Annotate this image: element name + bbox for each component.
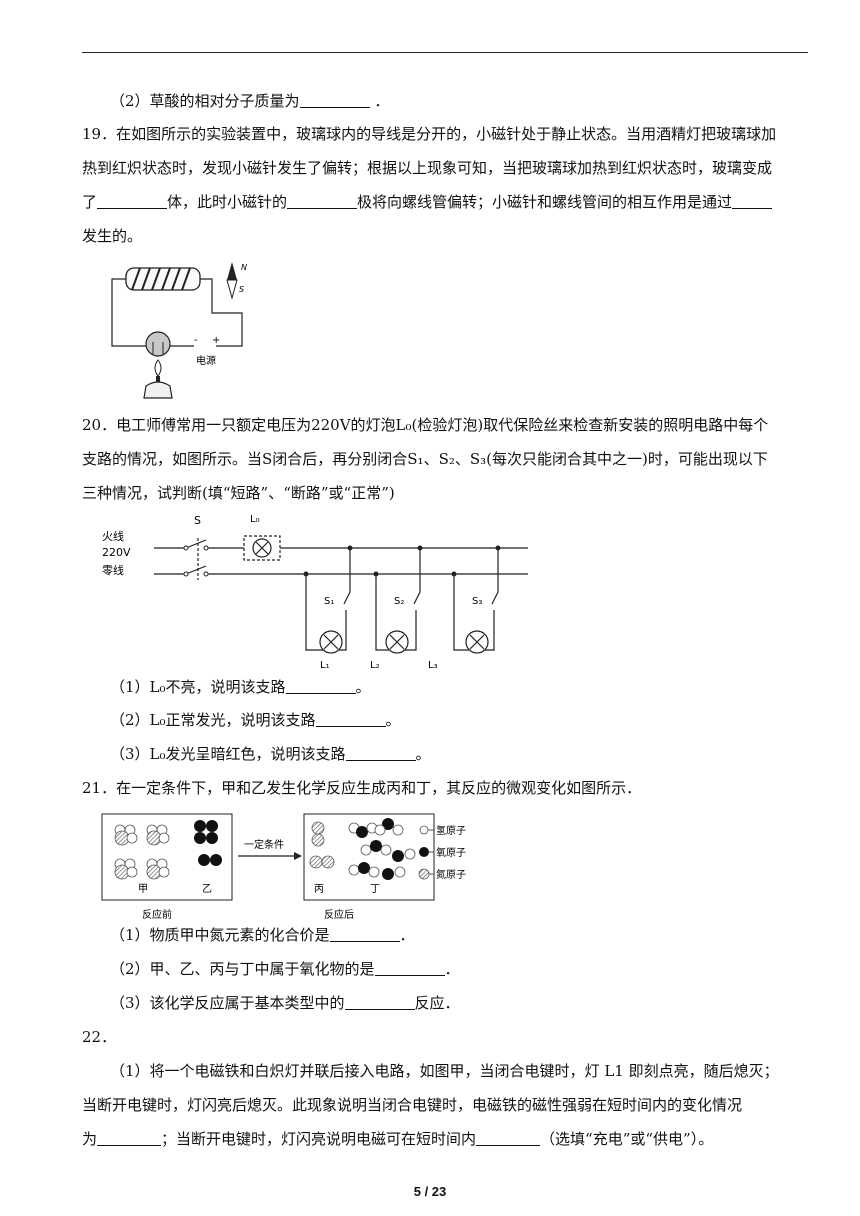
reactant-yi-molecules bbox=[194, 820, 222, 866]
reactant-jia-molecules bbox=[114, 824, 170, 880]
q20-part2-text: （2）L₀正常发光，说明该支路 bbox=[110, 711, 316, 729]
q22-line3: 为 ；当断开电键时，灯闪亮说明电磁可在短时间内 （选填“充电”或“供电”）。 bbox=[82, 1129, 808, 1149]
label-ding: 丁 bbox=[370, 884, 380, 895]
lamp-l1-label: L₁ bbox=[320, 660, 330, 670]
south-label: S bbox=[239, 285, 244, 294]
answer-blank[interactable] bbox=[299, 92, 370, 108]
switch-s2-label: S₂ bbox=[394, 596, 404, 607]
q21-part2: （2）甲、乙、丙与丁中属于氧化物的是 ． bbox=[110, 959, 836, 979]
lamp-l2-label: L₂ bbox=[370, 660, 380, 670]
q19-figure: N S - + 电源 bbox=[111, 262, 247, 399]
q22-line3-a: 为 bbox=[82, 1130, 98, 1148]
switch-s3-label: S₃ bbox=[472, 596, 482, 607]
label-after: 反应后 bbox=[324, 908, 354, 921]
q21-part2-end: ． bbox=[444, 960, 460, 978]
lamps bbox=[252, 538, 489, 654]
q18-part2-end: ． bbox=[374, 92, 390, 110]
answer-blank[interactable] bbox=[345, 745, 416, 761]
answer-blank[interactable] bbox=[97, 1130, 162, 1146]
answer-blank[interactable] bbox=[285, 678, 356, 694]
q19-line3-a: 了 bbox=[82, 193, 98, 211]
q20-part2-end: 。 bbox=[385, 711, 401, 729]
reaction-arrow: 一定条件 bbox=[238, 838, 302, 860]
solenoid bbox=[125, 267, 201, 291]
q21-part3-end: 反应． bbox=[414, 994, 460, 1012]
legend-oxygen: 氧原子 bbox=[436, 846, 466, 859]
q20-line3: 三种情况，试判断(填“短路”、“断路”或“正常”) bbox=[82, 484, 395, 502]
q19-line4: 发生的。 bbox=[82, 227, 143, 245]
label-yi: 乙 bbox=[202, 883, 212, 895]
alcohol-lamp bbox=[143, 359, 173, 399]
legend: 氢原子 氧原子 氮原子 bbox=[418, 824, 466, 881]
q21-part2-text: （2）甲、乙、丙与丁中属于氧化物的是 bbox=[110, 960, 375, 978]
circuit-wires bbox=[111, 278, 243, 347]
power-source-label: 电源 bbox=[196, 354, 216, 367]
live-wire-label: 火线 bbox=[102, 529, 124, 543]
label-before: 反应前 bbox=[142, 908, 172, 921]
condition-label: 一定条件 bbox=[244, 838, 284, 851]
answer-blank[interactable] bbox=[97, 193, 168, 209]
answer-blank[interactable] bbox=[732, 193, 773, 209]
q18-part2: （2）草酸的相对分子质量为 ． bbox=[110, 91, 836, 111]
compass-needle: N S bbox=[226, 262, 247, 300]
answer-blank[interactable] bbox=[329, 926, 400, 942]
q18-part2-text: （2）草酸的相对分子质量为 bbox=[110, 92, 300, 110]
q21-reaction-figure: 甲 乙 反应前 一定条件 丙 丁 反应后 氢原子 氧原子 氮原子 bbox=[101, 813, 466, 921]
product-bing-molecules bbox=[309, 821, 335, 869]
q20-part1: （1）L₀不亮，说明该支路 。 bbox=[110, 677, 836, 697]
voltage-label: 220V bbox=[102, 546, 131, 559]
q22-line2: 当断开电键时，灯闪亮后熄灭。此现象说明当闭合电键时，电磁铁的磁性强弱在短时间内的… bbox=[82, 1096, 743, 1114]
q19-line2: 热到红炽状态时，发现小磁针发生了偏转；根据以上现象可知，当把玻璃球加热到红炽状态… bbox=[82, 159, 773, 177]
answer-blank[interactable] bbox=[315, 711, 386, 727]
q20-part1-end: 。 bbox=[355, 678, 371, 696]
q21-part1-text: （1）物质甲中氮元素的化合价是 bbox=[110, 926, 330, 944]
q20-part3: （3）L₀发光呈暗红色，说明该支路 。 bbox=[110, 744, 836, 764]
north-label: N bbox=[241, 263, 247, 272]
q21-part1: （1）物质甲中氮元素的化合价是 ． bbox=[110, 925, 836, 945]
junction-dots bbox=[183, 545, 501, 577]
neutral-wire-label: 零线 bbox=[102, 563, 124, 577]
answer-blank[interactable] bbox=[476, 1130, 541, 1146]
q22-number: 22． bbox=[82, 1028, 117, 1046]
q20-part1-text: （1）L₀不亮，说明该支路 bbox=[110, 678, 286, 696]
q20-part3-text: （3）L₀发光呈暗红色，说明该支路 bbox=[110, 745, 346, 763]
q20-circuit-figure: 火线 220V 零线 S L₀ S₁ S₂ S₃ L₁ L₂ L₃ bbox=[102, 514, 528, 670]
q22-line3-b: ；当断开电键时，灯闪亮说明电磁可在短时间内 bbox=[161, 1130, 477, 1148]
answer-blank[interactable] bbox=[287, 193, 358, 209]
q21-line1: 21．在一定条件下，甲和乙发生化学反应生成丙和丁，其反应的微观变化如图所示． bbox=[82, 779, 642, 797]
q20-part2: （2）L₀正常发光，说明该支路 。 bbox=[110, 710, 836, 730]
label-bing: 丙 bbox=[314, 884, 324, 895]
legend-hydrogen: 氢原子 bbox=[436, 824, 466, 837]
plus-terminal: + bbox=[212, 335, 220, 346]
answer-blank[interactable] bbox=[344, 994, 415, 1010]
answer-blank[interactable] bbox=[374, 960, 445, 976]
main-switch-label: S bbox=[194, 514, 201, 527]
q20-part3-end: 。 bbox=[415, 745, 431, 763]
q20-line1: 20．电工师傅常用一只额定电压为220V的灯泡L₀(检验灯泡)取代保险丝来检查新… bbox=[82, 416, 769, 434]
q20-line2: 支路的情况，如图所示。当S闭合后，再分别闭合S₁、S₂、S₃(每次只能闭合其中之… bbox=[82, 450, 768, 468]
circuit-lines bbox=[154, 535, 528, 651]
lamp-l3-label: L₃ bbox=[428, 660, 438, 670]
page-number: 5 / 23 bbox=[413, 1184, 447, 1199]
legend-nitrogen: 氮原子 bbox=[436, 868, 466, 881]
q21-part3-text: （3）该化学反应属于基本类型中的 bbox=[110, 994, 345, 1012]
glass-bulb bbox=[145, 331, 171, 357]
q22-line1: （1）将一个电磁铁和白炽灯并联后接入电路，如图甲，当闭合电键时，灯 L1 即刻点… bbox=[110, 1062, 779, 1080]
product-ding-molecules bbox=[348, 818, 416, 880]
q19-line1: 19．在如图所示的实验装置中，玻璃球内的导线是分开的，小磁针处于静止状态。当用酒… bbox=[82, 125, 777, 143]
test-lamp-label: L₀ bbox=[250, 514, 260, 525]
q19-line3-c: 极将向螺线管偏转；小磁针和螺线管间的相互作用是通过 bbox=[357, 193, 733, 211]
minus-terminal: - bbox=[194, 335, 198, 346]
q19-line3-b: 体，此时小磁针的 bbox=[167, 193, 288, 211]
header-rule bbox=[82, 52, 808, 53]
q19-line3: 了 体，此时小磁针的 极将向螺线管偏转；小磁针和螺线管间的相互作用是通过 bbox=[82, 192, 808, 212]
label-jia: 甲 bbox=[138, 884, 148, 895]
switch-s1-label: S₁ bbox=[324, 596, 334, 607]
q22-line3-c: （选填“充电”或“供电”）。 bbox=[540, 1130, 714, 1148]
q21-part3: （3）该化学反应属于基本类型中的 反应． bbox=[110, 993, 836, 1013]
q21-part1-end: ． bbox=[399, 926, 415, 944]
